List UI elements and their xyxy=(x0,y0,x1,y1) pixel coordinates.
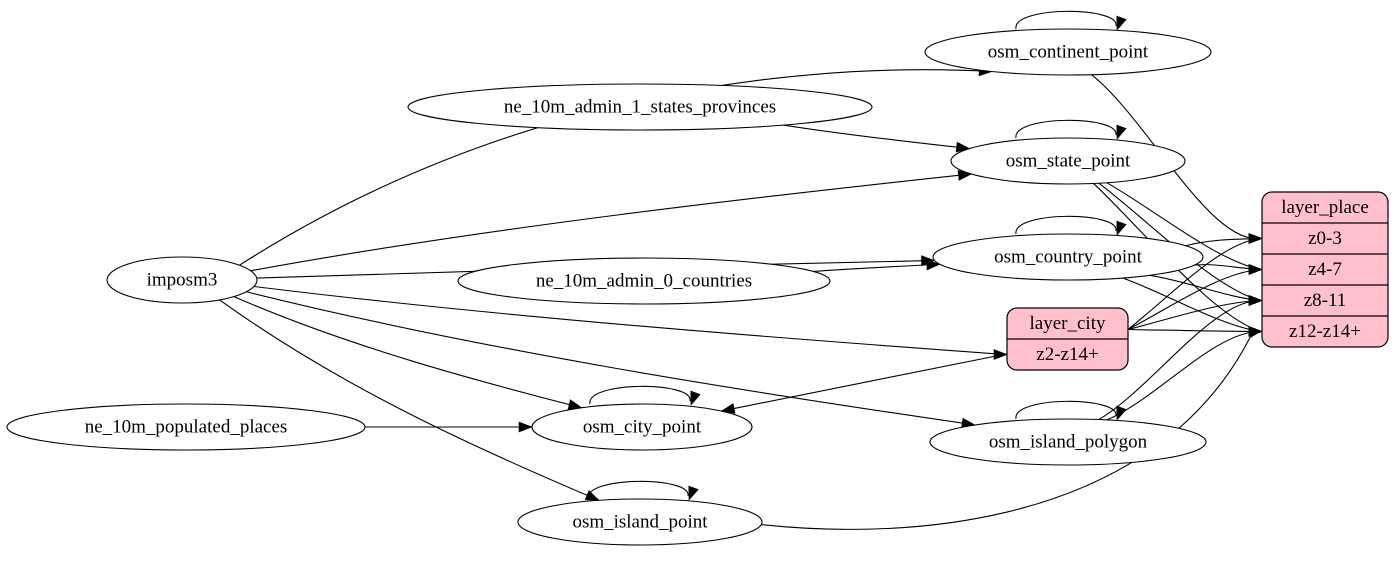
record-row: z2-z14+ xyxy=(1036,344,1098,365)
edge-osm_island_point-to-layer_place-z12-z14+ xyxy=(703,326,1263,530)
node-label: ne_10m_admin_0_countries xyxy=(536,270,752,291)
node-label: ne_10m_populated_places xyxy=(85,416,288,437)
edge-imposm3-to-osm_state_point xyxy=(250,169,973,272)
self-loop-osm_state_point xyxy=(1015,119,1127,140)
self-loop-osm_city_point xyxy=(589,385,701,406)
node-ne_countries[interactable]: ne_10m_admin_0_countries xyxy=(457,257,831,305)
edge-imposm3-to-layer_city xyxy=(253,285,1008,360)
edge-osm_island_polygon-to-layer_place-z12-z14+ xyxy=(1106,326,1263,421)
node-label: imposm3 xyxy=(147,269,218,290)
records-layer: layer_place z0-3 z4-7 z8-11 z12-z14+ layer_ci… xyxy=(1006,191,1389,371)
node-osm_city_point[interactable]: osm_city_point xyxy=(531,403,753,451)
node-osm_state_point[interactable]: osm_state_point xyxy=(950,137,1186,185)
nodes-layer: imposm3 ne_10m_admin_1_states_provincesne… xyxy=(6,28,1212,546)
edge-osm_country_point-to-layer_place-z8-11 xyxy=(1149,274,1263,306)
record-row: z8-11 xyxy=(1304,290,1347,311)
node-ne_states[interactable]: ne_10m_admin_1_states_provinces xyxy=(407,83,873,131)
edge-layer_city-to-layer_place-z4-7 xyxy=(1127,264,1263,330)
edge-ne_populated-to-osm_city_point xyxy=(365,421,533,433)
edge-osm_island_polygon-to-layer_place-z8-11 xyxy=(1098,295,1263,421)
record-row: z12-z14+ xyxy=(1289,321,1361,342)
node-osm_island_polygon[interactable]: osm_island_polygon xyxy=(929,418,1207,466)
node-ne_populated[interactable]: ne_10m_populated_places xyxy=(6,403,366,451)
edge-imposm3-to-osm_island_point xyxy=(219,299,600,501)
record-row: z4-7 xyxy=(1308,259,1342,280)
edge-osm_country_point-to-layer_place-z12-z14+ xyxy=(1122,277,1263,337)
self-loop-osm_island_point xyxy=(587,480,699,501)
edge-ne_states-to-osm_state_point xyxy=(783,124,971,153)
record-row: z0-3 xyxy=(1308,228,1342,249)
self-loop-osm_country_point xyxy=(1015,215,1127,236)
node-imposm3[interactable]: imposm3 xyxy=(106,256,258,304)
node-label: osm_city_point xyxy=(583,416,702,437)
record-title: layer_place xyxy=(1281,197,1369,218)
edge-ne_countries-to-osm_country_point xyxy=(813,259,941,272)
node-label: osm_country_point xyxy=(994,246,1142,267)
self-loop-osm_island_polygon xyxy=(1015,400,1127,421)
node-label: osm_continent_point xyxy=(988,41,1149,62)
self-loops-layer xyxy=(587,10,1127,501)
node-osm_country_point[interactable]: osm_country_point xyxy=(932,233,1204,281)
node-label: ne_10m_admin_1_states_provinces xyxy=(504,96,776,117)
node-label: osm_island_point xyxy=(572,511,708,532)
record-title: layer_city xyxy=(1030,313,1106,334)
record-layer_city[interactable]: layer_city z2-z14+ xyxy=(1006,307,1129,371)
record-layer_place[interactable]: layer_place z0-3 z4-7 z8-11 z12-z14+ xyxy=(1261,191,1389,348)
node-label: osm_island_polygon xyxy=(989,431,1148,452)
edge-layer_city-to-layer_place-z0-3 xyxy=(1127,233,1263,330)
node-label: osm_state_point xyxy=(1006,150,1131,171)
node-osm_continent_point[interactable]: osm_continent_point xyxy=(924,28,1212,76)
node-osm_island_point[interactable]: osm_island_point xyxy=(517,498,763,546)
self-loop-osm_continent_point xyxy=(1015,10,1127,31)
